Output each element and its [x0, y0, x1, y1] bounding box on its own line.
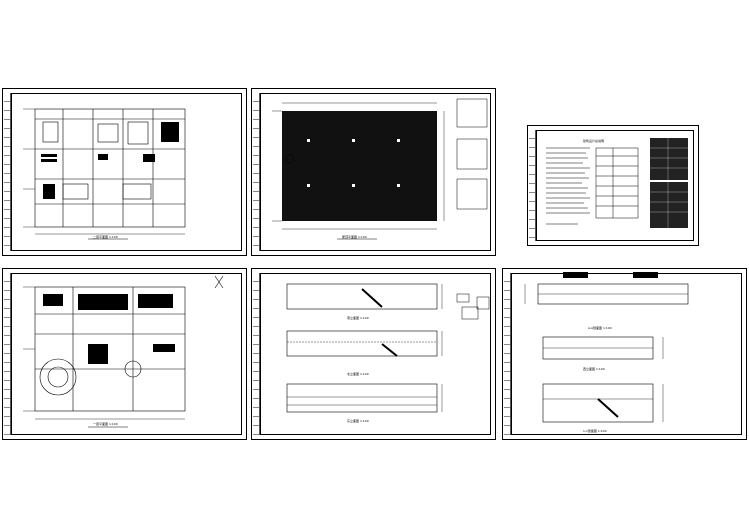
floor-plan-drawing — [23, 108, 186, 240]
elevation-drawings — [286, 283, 490, 413]
sheet-frame — [11, 93, 242, 251]
title-block-strip — [504, 273, 511, 435]
roof-plan-drawing — [272, 98, 488, 240]
drawing-sheet-second-floor-plan[interactable]: 二层平面图 1:100 — [2, 88, 247, 256]
section-drawings — [524, 272, 689, 423]
sheet-caption: 二层平面图 1:100 — [93, 235, 118, 239]
sheet-frame — [260, 273, 491, 435]
sheet-caption: 建筑设计总说明 — [583, 139, 605, 143]
sheet-caption: 一层平面图 1:100 — [93, 422, 118, 426]
sheet-frame — [11, 273, 242, 435]
title-block-strip — [4, 273, 11, 435]
floor-plan-drawing — [23, 286, 186, 428]
sheet-caption: 屋顶平面图 1:100 — [342, 235, 367, 239]
drawing-sheet-elevations[interactable]: 南立面图 1:100 北立面图 1:100 东立面图 1:100 — [251, 268, 496, 440]
title-block-strip — [529, 130, 536, 241]
sheet-caption-east: 东立面图 1:100 — [347, 419, 369, 423]
sheet-caption-west: 西立面图 1:100 — [583, 367, 605, 371]
sheet-frame — [260, 93, 491, 251]
notes-drawing — [546, 138, 688, 228]
drawing-sheet-roof-plan[interactable]: 屋顶平面图 1:100 — [251, 88, 496, 256]
title-block-strip — [4, 93, 11, 251]
drawing-sheet-design-notes[interactable]: 建筑设计总说明 — [527, 125, 699, 246]
sheet-caption-aa: A-A剖面图 1:100 — [588, 326, 612, 330]
drawing-sheet-first-floor-plan[interactable]: 一层平面图 1:100 — [2, 268, 247, 440]
sheet-frame — [536, 130, 694, 241]
sheet-caption-north: 北立面图 1:100 — [347, 372, 369, 376]
title-block-strip — [253, 93, 260, 251]
sheet-caption-11: 1-1剖面图 1:100 — [583, 429, 607, 433]
drawing-sheet-sections[interactable]: A-A剖面图 1:100 西立面图 1:100 1-1剖面图 1:100 — [502, 268, 747, 440]
north-arrow-icon — [214, 275, 224, 289]
sheet-frame — [511, 273, 742, 435]
title-block-strip — [253, 273, 260, 435]
sheet-caption-south: 南立面图 1:100 — [347, 316, 369, 320]
